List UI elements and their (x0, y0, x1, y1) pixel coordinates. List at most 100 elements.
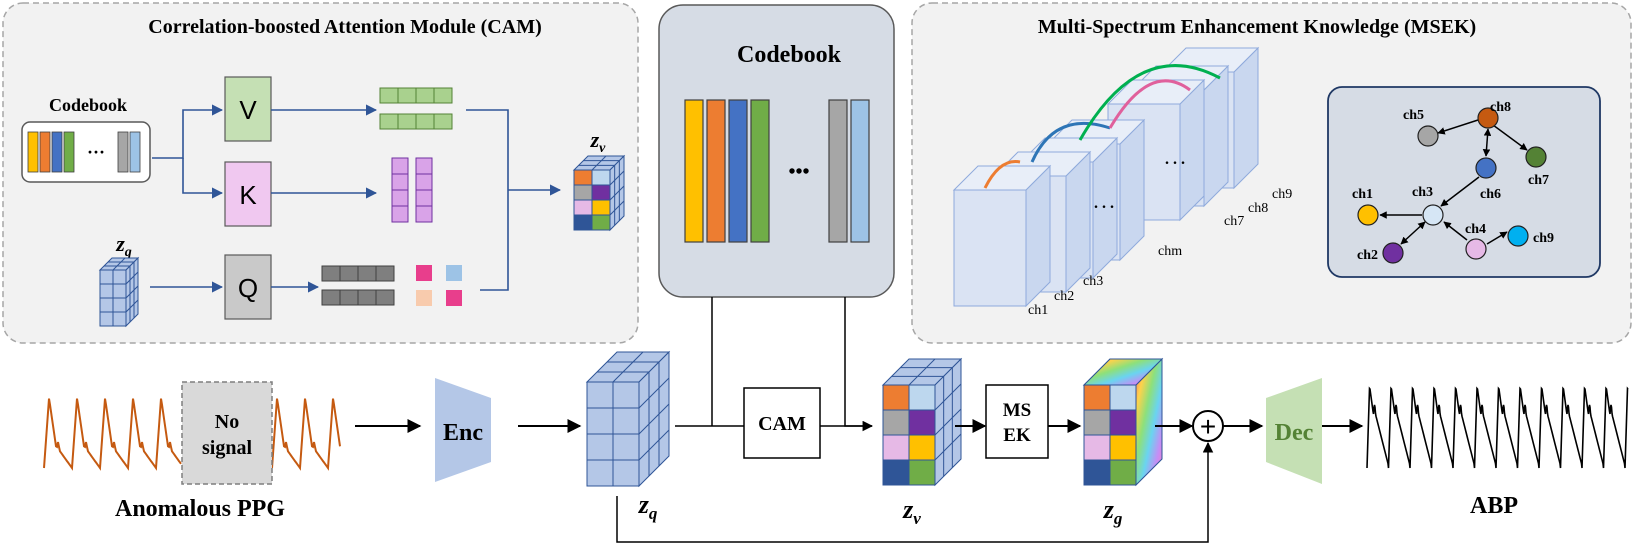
codebook-bar (850, 99, 870, 243)
cam-codebook-bar (63, 131, 75, 173)
graph-edge (1482, 128, 1492, 157)
cube-line (934, 383, 962, 411)
vector-cell (391, 189, 409, 207)
cube-line (934, 433, 962, 461)
cube-cell (908, 409, 936, 436)
cube-cell (1109, 409, 1137, 436)
graph-node-ch6 (1475, 157, 1497, 179)
codebook-bar (728, 99, 748, 243)
msek-box (985, 384, 1049, 459)
no-signal-box (181, 381, 273, 485)
cam-codebook-bars (27, 131, 141, 173)
no-signal-line2: signal (202, 437, 252, 459)
ppg-waveform-right (271, 398, 341, 471)
cube-cell (573, 199, 593, 216)
correlation-arc (1030, 121, 1111, 163)
q-color-squares (416, 265, 462, 306)
codebook-bar (706, 99, 726, 243)
knowledge-graph-nodes (1357, 107, 1547, 264)
cam-codebook-bar (39, 131, 51, 173)
vector-cell (415, 87, 435, 104)
enc-label: Enc (443, 420, 483, 446)
cube-cell (586, 381, 614, 409)
graph-node-ch4 (1465, 238, 1487, 260)
correlation-arc (983, 160, 1021, 189)
graph-label-ch9: ch9 (1533, 231, 1554, 246)
cam-codebook-label: Codebook (49, 95, 127, 115)
color-square (416, 265, 432, 281)
cube-line (591, 155, 607, 171)
cube-cell (882, 434, 910, 461)
vector-cell (433, 87, 453, 104)
msek-panel: Multi-Spectrum Enhancement Knowledge (MS… (911, 2, 1632, 344)
graph-node-ch8 (1477, 107, 1499, 129)
cube-cell (586, 433, 614, 461)
channel-slices (952, 46, 1260, 308)
vector-cell (433, 113, 453, 130)
no-signal-line1: No (215, 411, 239, 433)
cube-cell (586, 459, 614, 487)
zq-label: zq (638, 490, 658, 523)
line-codebook-right (844, 297, 874, 432)
channel-label: ch3 (1083, 274, 1103, 289)
cube-cell (573, 214, 593, 231)
channel-label: ch8 (1248, 201, 1268, 216)
cube-cell (99, 311, 114, 327)
cam-panel-border (2, 2, 639, 344)
cam-box-label: CAM (758, 413, 806, 435)
cam-codebook-bar (129, 131, 141, 173)
channel-label: ch2 (1054, 289, 1074, 304)
cube-cell (882, 384, 910, 411)
vector-cell (321, 289, 341, 306)
cube-cell (1109, 459, 1137, 486)
graph-label-ch7: ch7 (1528, 173, 1549, 188)
color-square (446, 265, 462, 281)
graph-label-ch4: ch4 (1465, 222, 1486, 237)
encoder (435, 378, 491, 482)
cube-cell (591, 169, 611, 186)
abp-waveform (1366, 386, 1629, 469)
cube-cell (112, 297, 127, 313)
cube-cell (591, 199, 611, 216)
cube-line (125, 285, 139, 299)
cube-top-gradient (1082, 358, 1164, 386)
graph-label-ch3: ch3 (1412, 185, 1433, 200)
cam-codebook-bar (51, 131, 63, 173)
color-square (446, 290, 462, 306)
arrow-codebook-to-k (182, 158, 224, 199)
vector-cell (321, 265, 341, 282)
cube-line (908, 358, 936, 386)
color-square (416, 290, 432, 306)
cube-line (934, 408, 962, 436)
cube-cell (882, 409, 910, 436)
cube-line (112, 257, 126, 271)
slice-front (953, 189, 1027, 307)
zq-cube (585, 350, 671, 488)
graph-edge (1492, 124, 1528, 151)
cam-panel: Correlation-boosted Attention Module (CA… (2, 2, 639, 344)
channel-label: ch9 (1272, 187, 1292, 202)
zg-label: zg (1103, 495, 1123, 528)
msek-panel-title: Multi-Spectrum Enhancement Knowledge (MS… (1038, 16, 1476, 38)
channel-label: chm (1158, 244, 1182, 259)
vector-cell (397, 113, 417, 130)
cam-box (743, 387, 821, 459)
cube-cell (908, 459, 936, 486)
zv-cube (881, 357, 963, 487)
sum-symbol: + (1200, 411, 1216, 442)
graph-label-ch6: ch6 (1480, 187, 1501, 202)
correlation-arc (1078, 64, 1221, 141)
cube-line (609, 185, 625, 201)
cube-line (638, 429, 670, 461)
cam-zq-label: zq (115, 231, 132, 260)
cube-cell (612, 407, 640, 435)
graph-label-ch5: ch5 (1403, 108, 1424, 123)
correlation-arc (1108, 79, 1191, 129)
cam-codebook-ellipsis: ··· (87, 142, 105, 162)
cube-cell (908, 434, 936, 461)
codebook-bar (750, 99, 770, 243)
k-output-vectors (391, 157, 433, 223)
q-box (224, 254, 272, 320)
vector-cell (397, 87, 417, 104)
cam-codebook-bar (117, 131, 129, 173)
